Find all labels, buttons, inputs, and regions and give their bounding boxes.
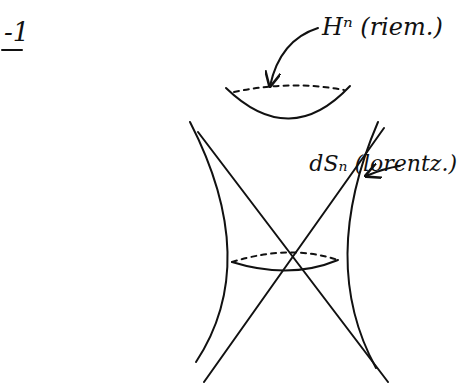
surface-label: dSₙ (lorentz.) [309,152,457,176]
page-underline [2,49,22,51]
hyperbolic-sheet [226,86,350,119]
page-number: -1 [4,18,29,47]
sheet-rim [234,85,344,92]
waist-ellipse-front [232,260,338,271]
waist-ellipse-back [232,252,338,262]
surface-label: Hⁿ (riem.) [322,14,443,40]
leader-arrow [270,28,318,86]
de-sitter-branch [190,122,228,362]
